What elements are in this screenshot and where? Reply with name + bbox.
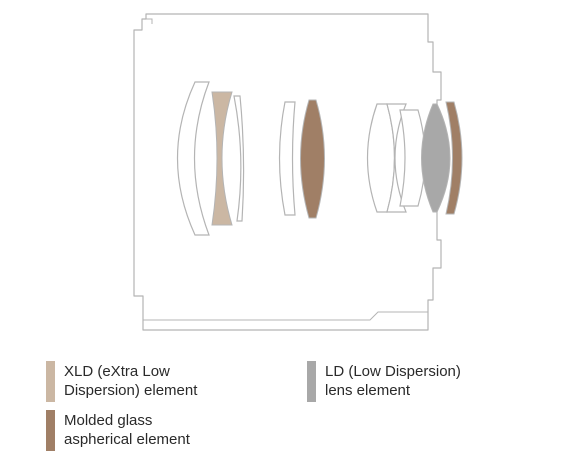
lens-element-9-ld (421, 103, 451, 213)
lens-element-4 (278, 101, 296, 216)
lens-barrel-outline (133, 13, 442, 331)
lens-element-10-molded-aspherical (445, 101, 463, 215)
barrel-inner-detail-top (146, 18, 153, 24)
lens-element-7 (386, 103, 407, 213)
lens-element-2-xld (211, 91, 233, 226)
legend-ld-label: LD (Low Dispersion) lens element (325, 363, 461, 399)
lens-element-8 (399, 109, 426, 207)
lens-element-1 (177, 81, 210, 236)
legend-molded-label: Molded glass aspherical element (64, 412, 190, 448)
legend-xld: XLD (eXtra Low Dispersion) element (46, 361, 197, 402)
legend-ld-swatch (307, 361, 316, 402)
lens-element-5-molded-aspherical (300, 99, 325, 219)
lens-element-3 (233, 95, 245, 222)
legend-ld: LD (Low Dispersion) lens element (307, 361, 461, 402)
legend-xld-label: XLD (eXtra Low Dispersion) element (64, 363, 198, 399)
legend-molded-swatch (46, 410, 55, 451)
barrel-inner-detail-bottom (143, 311, 428, 321)
lens-construction-diagram (133, 13, 463, 331)
legend-molded-aspherical: Molded glass aspherical element (46, 410, 190, 451)
legend-xld-swatch (46, 361, 55, 402)
